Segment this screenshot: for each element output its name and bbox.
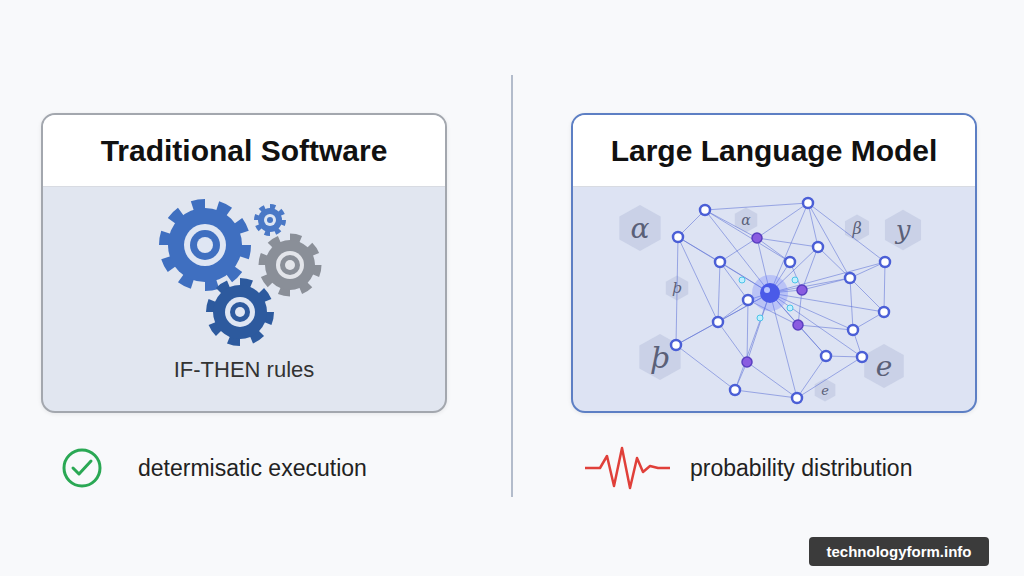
symbol-hexagon: β (843, 214, 871, 242)
greek-symbol: α (616, 204, 664, 252)
check-icon (64, 450, 100, 486)
panel-note: IF-THEN rules (43, 345, 445, 395)
gear-icon (211, 283, 269, 341)
gear-icon (263, 238, 317, 292)
greek-symbol: þ (664, 275, 690, 301)
panel-title: Traditional Software (43, 115, 445, 187)
greek-symbol: e (861, 343, 907, 389)
panel-box: Traditional SoftwareIF-THEN rules (41, 113, 447, 413)
greek-symbol: e (813, 378, 837, 402)
symbol-hexagon: e (861, 343, 907, 389)
greek-symbol: α (733, 207, 759, 233)
greek-symbol: β (843, 214, 871, 242)
greek-symbol: y (882, 209, 924, 251)
symbol-hexagon: e (813, 378, 837, 402)
caption-label: determisatic execution (138, 453, 478, 483)
gear-icon (257, 207, 283, 233)
symbol-hexagon: α (616, 204, 664, 252)
divider-line (511, 75, 513, 497)
symbol-hexagon: þ (664, 275, 690, 301)
wave-icon (585, 448, 670, 488)
caption-label: probability distribution (690, 453, 1010, 483)
panel-title: Large Language Model (573, 115, 975, 187)
panel-box: Large Language Model α α βy þ þ ee (571, 113, 977, 413)
watermark: technologyform.info (809, 537, 989, 566)
symbol-hexagon: α (733, 207, 759, 233)
symbol-hexagon: y (882, 209, 924, 251)
neural-network (671, 198, 890, 403)
symbol-hexagon: þ (636, 333, 684, 381)
greek-symbol: þ (636, 333, 684, 381)
gear-icon (165, 205, 245, 285)
